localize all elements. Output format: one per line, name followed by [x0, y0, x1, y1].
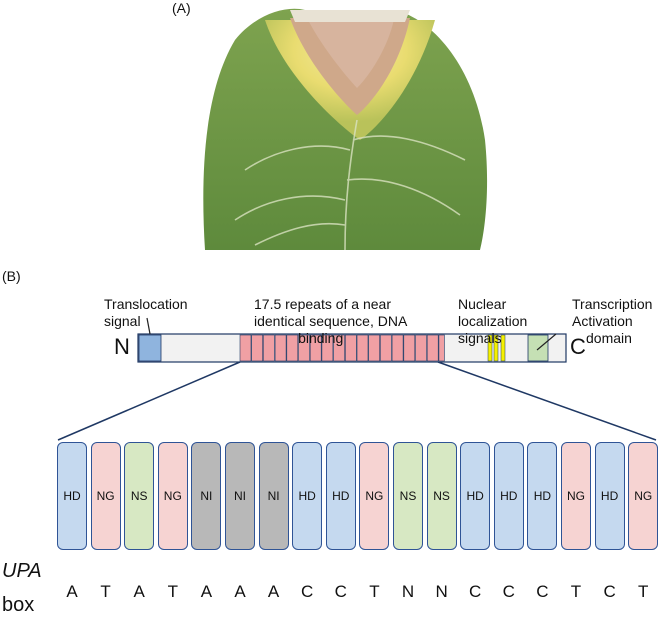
upa-base: T — [167, 582, 178, 601]
rvd-box-ns: NS — [393, 442, 423, 550]
annotation-line: localization — [458, 313, 528, 329]
rvd-box-hd: HD — [493, 442, 524, 550]
activation-pointer — [536, 333, 557, 351]
annotation-line: 17.5 repeats of a near — [254, 296, 391, 312]
activation-domain-block — [527, 334, 549, 362]
rvd-box-hd: HD — [292, 442, 323, 550]
upa-base: C — [536, 582, 549, 601]
repeats-annotation: 17.5 repeats of a near identical sequenc… — [254, 296, 407, 347]
rvd-box-ni: NI — [225, 442, 255, 550]
repeat-half-block — [438, 334, 445, 362]
zoom-line-left — [57, 361, 241, 441]
upa-base: A — [66, 582, 78, 601]
activation-annotation: Transcription Activation domain — [572, 296, 652, 347]
repeat-block — [239, 334, 252, 362]
upa-base: N — [401, 582, 415, 601]
box-label: box — [2, 594, 35, 616]
translocation-annotation: Translocation signal — [104, 296, 188, 330]
panel-label-b: (B) — [2, 268, 21, 284]
rvd-box-ng: NG — [157, 442, 188, 550]
upa-base: C — [301, 582, 314, 601]
rvd-box-ng: NG — [628, 442, 659, 550]
annotation-line: identical sequence, DNA — [254, 313, 408, 329]
upa-base: T — [369, 582, 380, 601]
zoom-line-right — [437, 361, 657, 441]
rvd-box-hd: HD — [57, 442, 87, 550]
n-terminus-label: N — [114, 334, 130, 359]
c-terminus-label: C — [570, 334, 586, 359]
panel-label-a: (A) — [172, 0, 191, 16]
upa-base: A — [133, 582, 145, 601]
repeat-block — [426, 334, 439, 362]
upa-base: N — [435, 582, 448, 601]
diseased-leaf-image — [203, 8, 488, 250]
rvd-box-hd: HD — [594, 442, 625, 550]
upa-base: A — [234, 582, 246, 601]
upa-base: T — [570, 582, 582, 601]
rvd-box-ni: NI — [258, 442, 289, 550]
upa-base: A — [267, 582, 280, 601]
annotation-line: Activation — [572, 313, 633, 329]
annotation-line: binding — [298, 330, 344, 346]
annotation-line: domain — [586, 330, 632, 346]
annotation-line: Nuclear — [458, 296, 507, 312]
repeat-block — [415, 334, 427, 362]
annotation-line: Transcription — [572, 296, 653, 312]
rvd-box-hd: HD — [460, 442, 491, 550]
rvd-box-hd: HD — [325, 442, 356, 550]
rvd-box-ns: NS — [426, 442, 457, 550]
upa-base: C — [502, 582, 515, 601]
upa-base: A — [200, 582, 213, 601]
rvd-box-ng: NG — [90, 442, 121, 550]
annotation-line: signal — [104, 313, 141, 329]
translocation-signal-block — [138, 334, 162, 362]
rvd-box-ng: NG — [359, 442, 390, 550]
upa-base: C — [469, 582, 482, 601]
upa-base: C — [603, 582, 616, 601]
annotation-line: signals — [458, 330, 502, 346]
annotation-line: Translocation — [104, 296, 188, 312]
rvd-box-hd: HD — [527, 442, 558, 550]
upa-base: T — [637, 582, 649, 601]
rvd-box-ns: NS — [124, 442, 155, 550]
upa-label: UPA — [2, 560, 42, 582]
nls-annotation: Nuclear localization signals — [458, 296, 527, 347]
rvd-box-ni: NI — [191, 442, 222, 550]
upa-base: C — [334, 582, 347, 601]
rvd-box-ng: NG — [561, 442, 591, 550]
upa-base: T — [100, 582, 111, 601]
